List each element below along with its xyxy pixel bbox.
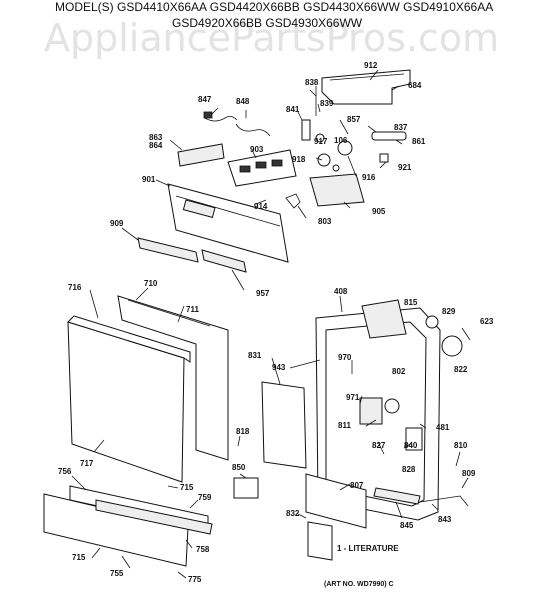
label-839: 839	[320, 99, 334, 108]
label-775: 775	[188, 575, 202, 584]
label-861: 861	[412, 137, 426, 146]
label-832: 832	[286, 509, 300, 518]
label-807: 807	[350, 481, 364, 490]
part-labels: 912 684 838 839 841 837 847 848 857 917 …	[58, 61, 494, 584]
label-827: 827	[372, 441, 386, 450]
vent-815	[361, 299, 407, 339]
label-857: 857	[347, 115, 361, 124]
watermark: AppliancePartsPros.com	[44, 16, 500, 60]
door-panel-717	[67, 315, 191, 483]
label-711: 711	[186, 305, 199, 314]
label-759: 759	[198, 493, 212, 502]
label-818: 818	[236, 427, 250, 436]
label-863: 863	[149, 133, 163, 142]
art-number: (ART NO. WD7990) C	[324, 581, 394, 588]
part-843	[419, 495, 469, 507]
label-828: 828	[402, 465, 416, 474]
label-815: 815	[404, 298, 418, 307]
panel-807	[305, 473, 367, 529]
control-board-903	[227, 149, 297, 187]
panel-831	[261, 381, 307, 469]
label-916: 916	[362, 173, 376, 182]
switch-parts-cluster	[301, 86, 407, 172]
console-901	[167, 183, 289, 263]
label-837: 837	[394, 123, 408, 132]
label-710: 710	[144, 279, 158, 288]
label-623: 623	[480, 317, 494, 326]
label-838: 838	[305, 78, 319, 87]
knob-plate-905	[309, 173, 365, 207]
part-623	[461, 327, 471, 341]
label-918: 918	[292, 155, 306, 164]
label-756: 756	[58, 467, 72, 476]
label-684: 684	[408, 81, 422, 90]
label-811: 811	[338, 421, 351, 430]
label-943: 943	[272, 363, 286, 372]
label-847: 847	[198, 95, 212, 104]
label-810: 810	[454, 441, 468, 450]
label-715-a: 715	[180, 483, 194, 492]
label-809: 809	[462, 469, 476, 478]
wire-harness	[203, 111, 271, 137]
label-905: 905	[372, 207, 386, 216]
label-845: 845	[400, 521, 414, 530]
part-850	[233, 477, 259, 499]
label-841: 841	[286, 105, 300, 114]
label-864: 864	[149, 141, 163, 150]
leader-lines	[71, 69, 469, 579]
label-802: 802	[392, 367, 406, 376]
label-917: 917	[314, 137, 328, 146]
label-822: 822	[454, 365, 468, 374]
label-758: 758	[196, 545, 210, 554]
label-843: 843	[438, 515, 452, 524]
model-list-line-1: MODEL(S) GSD4410X66AA GSD4420X66BB GSD44…	[55, 0, 494, 14]
part-845	[373, 487, 421, 505]
kickplate-assembly	[43, 485, 213, 567]
label-912: 912	[364, 61, 378, 70]
label-831: 831	[248, 351, 262, 360]
label-957: 957	[256, 289, 270, 298]
label-715-b: 715	[72, 553, 86, 562]
label-901: 901	[142, 175, 156, 184]
label-481: 481	[436, 423, 450, 432]
label-850: 850	[232, 463, 246, 472]
label-755: 755	[110, 569, 124, 578]
label-803: 803	[318, 217, 332, 226]
part-822	[441, 335, 463, 357]
label-903: 903	[250, 145, 264, 154]
top-bracket-912	[321, 69, 411, 105]
label-829: 829	[442, 307, 456, 316]
label-840: 840	[404, 441, 418, 450]
door-frame-711	[117, 295, 229, 461]
label-717: 717	[80, 459, 94, 468]
label-408: 408	[334, 287, 348, 296]
strip-957	[201, 249, 247, 273]
literature-label: 1 - LITERATURE	[337, 544, 399, 553]
label-716: 716	[68, 283, 82, 292]
strip-909	[137, 237, 199, 263]
label-970: 970	[338, 353, 352, 362]
label-921: 921	[398, 163, 412, 172]
part-803	[285, 193, 301, 209]
part-829	[425, 315, 439, 329]
model-list-line-2: GSD4920X66BB GSD4930X66WW	[172, 16, 363, 30]
label-848: 848	[236, 97, 250, 106]
label-914: 914	[254, 202, 268, 211]
label-971: 971	[346, 393, 360, 402]
label-106: 106	[334, 136, 348, 145]
literature-832	[307, 521, 333, 561]
label-909: 909	[110, 219, 124, 228]
bracket-863	[177, 143, 225, 167]
